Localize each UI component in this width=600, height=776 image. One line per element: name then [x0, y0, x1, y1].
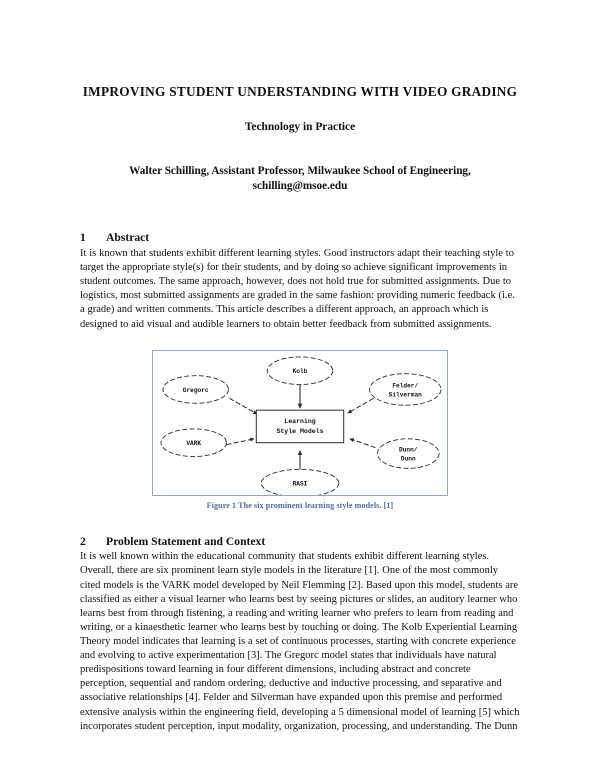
figure-1: Learning Style Models Kolb Gregorc Felde… — [80, 332, 520, 510]
node-vark-label: VARK — [186, 440, 201, 447]
node-vark — [160, 428, 227, 457]
node-felder-silverman — [369, 372, 442, 406]
connector-gregorc — [229, 397, 258, 415]
section-problem-statement-heading: 2 Problem Statement and Context — [80, 534, 520, 550]
center-node-box — [255, 409, 345, 443]
node-dunn-dunn-label-line2: Dunn — [401, 455, 416, 462]
author-block: Walter Schilling, Assistant Professor, M… — [80, 133, 520, 194]
section-abstract-body: It is known that students exhibit differ… — [80, 248, 515, 330]
section-abstract: 1 Abstract It is known that students exh… — [80, 193, 520, 331]
connector-dunn-dunn — [349, 437, 376, 448]
node-rasi — [260, 468, 340, 495]
section-number: 1 — [80, 231, 86, 245]
node-felder-silverman-label-line1: Felder/ — [392, 382, 418, 389]
center-node-label-line2: Style Models — [276, 428, 323, 435]
document-subtitle: Technology in Practice — [244, 120, 356, 133]
page-title: IMPROVING STUDENT UNDERSTANDING WITH VID… — [82, 84, 518, 99]
node-gregorc-label: Gregorc — [183, 387, 209, 394]
section-title: Abstract — [106, 231, 150, 245]
section-problem-statement-body: It is well known within the educational … — [80, 551, 520, 732]
connector-vark — [226, 437, 255, 445]
author-email: schilling@msoe.edu — [252, 179, 348, 192]
section-number: 2 — [80, 534, 86, 548]
node-gregorc — [162, 374, 229, 404]
author-affiliation: Walter Schilling, Assistant Professor, M… — [129, 164, 471, 177]
section-title: Problem Statement and Context — [106, 534, 266, 548]
figure-1-caption: Figure 1 The six prominent learning styl… — [206, 500, 394, 510]
node-dunn-dunn — [377, 438, 440, 469]
connector-felder-silverman — [347, 397, 374, 414]
center-node-label-line1: Learning — [284, 418, 315, 425]
section-abstract-heading: 1 Abstract — [80, 230, 520, 246]
node-rasi-label: RASI — [293, 480, 308, 487]
figure-1-frame: Learning Style Models Kolb Gregorc Felde… — [152, 349, 448, 496]
node-dunn-dunn-label-line1: Dunn/ — [399, 446, 418, 453]
section-problem-statement: 2 Problem Statement and Context It is we… — [80, 510, 520, 734]
learning-style-models-diagram: Learning Style Models Kolb Gregorc Felde… — [160, 356, 442, 495]
node-felder-silverman-label-line2: Silverman — [389, 391, 423, 398]
node-kolb-label: Kolb — [293, 368, 308, 375]
